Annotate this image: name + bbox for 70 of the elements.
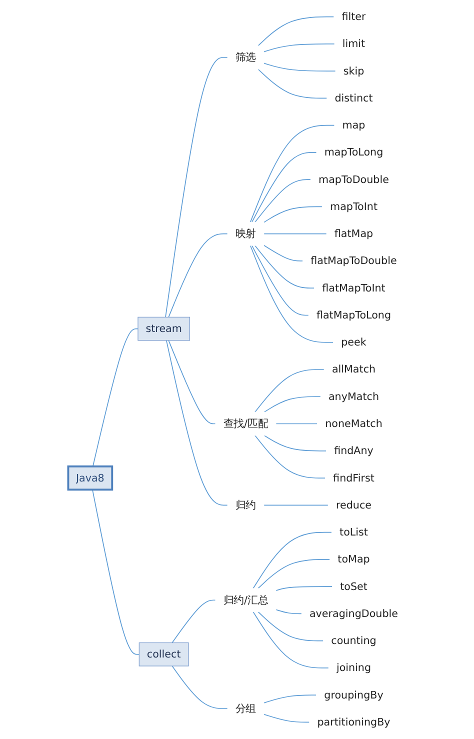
connector xyxy=(254,369,325,413)
node-text: reduce xyxy=(336,498,372,511)
node-text: skip xyxy=(343,64,364,77)
node-text: joining xyxy=(336,661,372,674)
connector xyxy=(165,57,228,318)
connector xyxy=(250,124,335,223)
node-text: toSet xyxy=(340,580,368,592)
connector xyxy=(264,434,327,452)
connector xyxy=(258,559,330,589)
node-text: 查找/匹配 xyxy=(223,417,268,430)
connector xyxy=(254,179,312,223)
node-text: allMatch xyxy=(332,363,376,376)
node-text: flatMapToLong xyxy=(316,308,392,322)
node-text: 分组 xyxy=(235,702,256,714)
connector xyxy=(250,245,334,343)
node-text: 归约 xyxy=(235,498,256,511)
connector xyxy=(254,245,315,289)
connector xyxy=(263,62,336,72)
node-box: Java8 xyxy=(67,465,114,491)
connector xyxy=(92,489,140,655)
connector xyxy=(168,233,228,318)
connector xyxy=(275,423,318,424)
connector xyxy=(263,44,336,52)
node-text: flatMap xyxy=(334,227,374,240)
connector xyxy=(263,244,304,262)
node-text: anyMatch xyxy=(328,390,380,402)
connector xyxy=(263,233,328,234)
connector xyxy=(275,609,302,614)
node-text: toMap xyxy=(338,552,370,566)
connector xyxy=(172,600,216,644)
node-text: mapToDouble xyxy=(318,173,389,186)
connector xyxy=(263,694,317,704)
node-text: 归约/汇总 xyxy=(223,594,268,606)
node-text: averagingDouble xyxy=(309,607,398,620)
connector xyxy=(166,340,228,506)
connector xyxy=(251,245,310,316)
connector xyxy=(264,396,322,413)
connector xyxy=(252,532,332,589)
connector xyxy=(251,152,317,223)
connector xyxy=(258,68,328,99)
connector xyxy=(168,340,216,424)
connector xyxy=(92,328,138,467)
node-text: groupingBy xyxy=(324,688,384,701)
connector xyxy=(275,586,333,592)
node-text: flatMapToDouble xyxy=(310,254,397,267)
node-text: findFirst xyxy=(333,472,374,484)
node-text: filter xyxy=(342,10,366,23)
node-text: flatMapToInt xyxy=(322,282,386,294)
node-box: stream xyxy=(138,316,190,341)
node-text: toList xyxy=(340,526,368,538)
connector xyxy=(258,16,334,46)
node-text: 筛选 xyxy=(235,51,256,64)
node-text: distinct xyxy=(334,92,373,104)
node-text: mapToInt xyxy=(330,200,378,213)
node-text: peek xyxy=(341,336,366,348)
connector xyxy=(258,611,324,642)
connector xyxy=(172,666,228,710)
node-box: collect xyxy=(138,642,189,666)
node-text: noneMatch xyxy=(325,417,382,430)
connector xyxy=(263,206,323,223)
node-text: limit xyxy=(342,37,366,50)
node-text: map xyxy=(342,118,366,132)
connector xyxy=(254,434,326,478)
connector xyxy=(263,714,310,723)
connector xyxy=(263,504,329,506)
node-text: mapToLong xyxy=(324,146,384,158)
node-text: counting xyxy=(331,634,376,647)
connector xyxy=(252,611,330,668)
node-text: partitioningBy xyxy=(317,716,390,728)
node-text: findAny xyxy=(334,444,374,457)
